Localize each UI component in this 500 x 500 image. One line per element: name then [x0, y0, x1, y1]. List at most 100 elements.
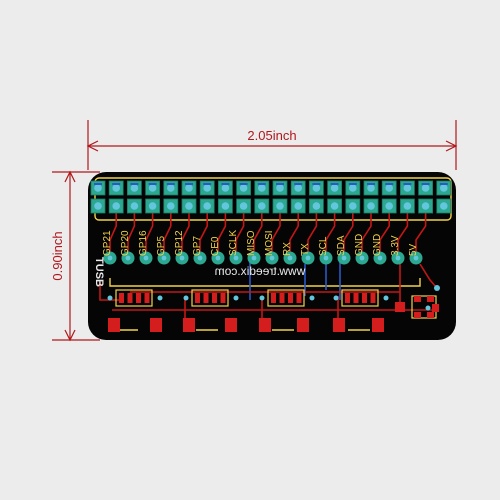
- resistor-pad: [279, 293, 285, 303]
- breakout-hole: [143, 255, 149, 261]
- pin-label: MISO: [246, 230, 257, 256]
- header-hole: [221, 202, 230, 210]
- breakout-hole: [413, 255, 419, 261]
- header-hole: [421, 202, 430, 210]
- header-hole: [258, 184, 266, 192]
- trace: [325, 213, 336, 252]
- header-hole: [148, 202, 157, 210]
- via: [383, 295, 389, 301]
- url-silkscreen: www.treedix.com: [215, 264, 307, 278]
- header-hole: [294, 184, 303, 192]
- resistor-pad: [127, 293, 133, 303]
- pin-label: RX: [282, 242, 293, 256]
- pin-label: GP5: [156, 236, 167, 256]
- resistor-pad: [288, 293, 293, 303]
- pin-label: 5V: [408, 243, 419, 256]
- header-hole: [203, 184, 211, 192]
- header-hole: [385, 202, 394, 210]
- via: [309, 295, 315, 301]
- resistor-pad: [212, 293, 217, 303]
- header-hole: [185, 202, 193, 210]
- resistor-pad: [144, 293, 150, 303]
- header-hole: [239, 184, 248, 192]
- driver-components: [107, 289, 389, 307]
- via: [157, 295, 163, 301]
- led-pad: [297, 318, 309, 332]
- header-hole: [167, 184, 175, 192]
- resistor-pad: [203, 293, 209, 303]
- pin-labels: GP21 GP20 GP16 GP5 GP12 GP7 CE0 SCLK MIS…: [102, 230, 419, 256]
- pin-label: GND: [354, 234, 365, 256]
- header-hole: [440, 184, 448, 192]
- breakout-hole: [305, 255, 311, 261]
- led-pad: [183, 318, 195, 332]
- via: [183, 295, 189, 301]
- header-hole: [403, 202, 412, 210]
- resistor-pad: [296, 293, 302, 303]
- breakout-hole: [377, 255, 383, 261]
- header-hole: [349, 202, 357, 210]
- height-dimension-label: 0.90inch: [50, 231, 65, 280]
- breakout-hole: [269, 255, 275, 261]
- resistor-pad: [220, 293, 226, 303]
- header-hole: [367, 184, 375, 192]
- pin-label: 3.3V: [390, 235, 401, 256]
- pin-header: [90, 180, 452, 214]
- header-hole: [221, 184, 230, 192]
- trace: [379, 213, 391, 252]
- header-hole: [148, 184, 157, 192]
- header-hole: [239, 202, 248, 210]
- pin-label: TX: [300, 243, 311, 256]
- regulator-section: [395, 285, 440, 319]
- breakout-hole: [215, 255, 221, 261]
- pin-label: GP21: [102, 230, 113, 256]
- breakout-hole: [179, 255, 185, 261]
- breakout-pads: [103, 251, 423, 265]
- header-hole: [403, 184, 412, 192]
- header-hole: [112, 202, 120, 210]
- resistor-pad: [136, 293, 141, 303]
- via: [259, 295, 265, 301]
- trace: [361, 213, 372, 252]
- led-pad: [259, 318, 271, 332]
- resistor-pad: [345, 293, 350, 303]
- resistor-outline: [341, 289, 379, 307]
- pin-label: GND: [372, 234, 383, 256]
- header-hole: [330, 184, 339, 192]
- trace: [307, 213, 318, 252]
- header-hole: [276, 184, 284, 192]
- pin-label: GP16: [138, 230, 149, 256]
- led-pads: [108, 318, 384, 332]
- breakout-hole: [323, 255, 329, 261]
- header-hole: [112, 184, 120, 192]
- header-hole: [312, 202, 321, 210]
- led-pad: [372, 318, 384, 332]
- header-hole: [349, 184, 357, 192]
- header-hole: [367, 202, 375, 210]
- trace: [343, 213, 354, 252]
- led-pad: [108, 318, 120, 332]
- via: [333, 295, 339, 301]
- pin-label: SCL: [318, 236, 329, 256]
- breakout-hole: [107, 255, 113, 261]
- resistor-pad: [362, 293, 367, 303]
- breakout-hole: [197, 255, 203, 261]
- breakout-hole: [359, 255, 365, 261]
- resistor-pad: [370, 293, 376, 303]
- breakout-hole: [161, 255, 167, 261]
- trace: [127, 213, 136, 252]
- pin-label: SCLK: [228, 230, 239, 256]
- header-hole: [185, 184, 193, 192]
- header-hole: [130, 202, 139, 210]
- header-hole: [94, 202, 102, 210]
- dimension-lines: [52, 120, 458, 342]
- led-pad: [333, 318, 345, 332]
- trace: [289, 213, 300, 252]
- header-hole: [167, 202, 175, 210]
- pin-label: GP7: [192, 236, 203, 256]
- header-hole: [312, 184, 321, 192]
- header-hole: [421, 184, 430, 192]
- trace: [199, 213, 208, 252]
- header-hole: [330, 202, 339, 210]
